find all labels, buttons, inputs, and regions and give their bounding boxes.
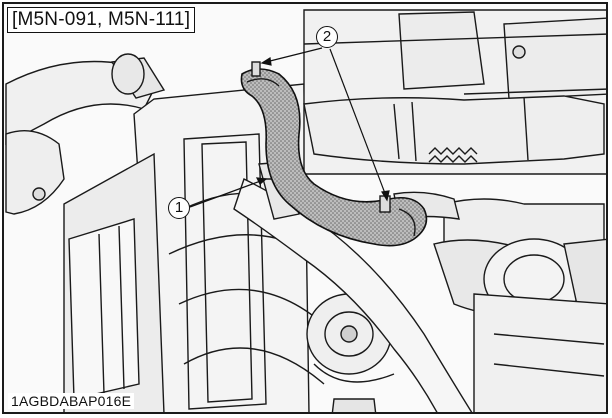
callout-1: 1: [168, 197, 190, 219]
callout-2: 2: [316, 26, 338, 48]
upper-hose-clamp: [251, 61, 261, 77]
figure-code: 1AGBDABAP016E: [8, 393, 135, 409]
diagram-frame: [M5N-091, M5N-111] 1 2 1AGBDABAP016E: [2, 2, 608, 414]
lower-hose-clamp: [379, 195, 391, 213]
model-tag: [M5N-091, M5N-111]: [7, 7, 196, 33]
engine-illustration: [5, 9, 606, 412]
